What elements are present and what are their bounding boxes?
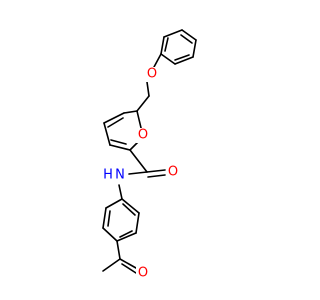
bond-carbonyl-double-1	[146, 169, 166, 173]
phenyl-ring	[160, 29, 197, 65]
furan-oxygen-label: O	[138, 128, 148, 143]
atom-amide-oxygen: O	[166, 165, 180, 180]
amide-nitrogen-label: N	[115, 168, 125, 183]
bond-furan-carbonyl	[129, 149, 148, 173]
structure-canvas: O O O H N O	[102, 29, 197, 281]
bond-phenyl-ether	[153, 53, 162, 68]
bond-aryl-acetyl	[116, 240, 121, 260]
atom-furan-oxygen: O	[136, 128, 150, 143]
bond-acetyl-double-1	[119, 258, 137, 269]
bond-n-aryl	[118, 184, 123, 200]
benzene-ring	[102, 198, 140, 242]
bond-acetyl-methyl	[102, 258, 121, 272]
atom-acetyl-oxygen: O	[136, 266, 150, 281]
bond-carbonyl-double-2	[147, 174, 166, 178]
amide-hydrogen-label: H	[103, 168, 113, 183]
bond-carbonyl-n	[128, 171, 148, 175]
bond-acetyl-double-2	[121, 263, 137, 274]
acetyl-oxygen-label: O	[138, 266, 148, 281]
atom-amide-nitrogen: H N	[102, 168, 128, 183]
amide-oxygen-label: O	[168, 165, 178, 180]
bond-ch2-furan	[136, 95, 150, 112]
ether-oxygen-label: O	[147, 67, 157, 82]
bond-ether-ch2	[146, 81, 150, 97]
atom-ether-oxygen: O	[145, 67, 159, 82]
